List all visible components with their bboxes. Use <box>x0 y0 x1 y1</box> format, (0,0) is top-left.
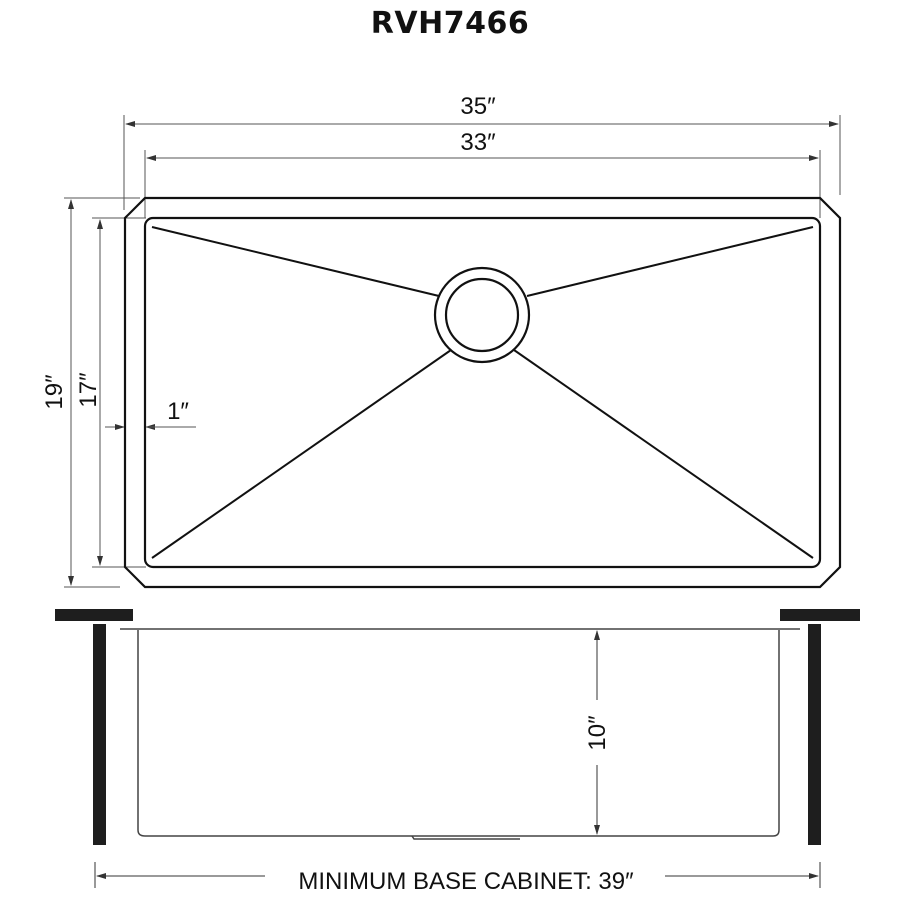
countertop-right <box>780 609 860 621</box>
height-10-label: 10″ <box>584 715 611 751</box>
width-35-dimension <box>123 115 841 210</box>
depth-19-label: 19″ <box>41 374 68 410</box>
width-33-label: 33″ <box>460 129 496 156</box>
depth-17-label: 17″ <box>75 372 102 408</box>
width-33-dimension <box>144 150 821 218</box>
rim-1-label: 1″ <box>167 398 189 425</box>
bowl-slope-lines <box>151 226 814 559</box>
depth-19-dimension <box>64 197 140 588</box>
sink-flange-outline <box>123 196 842 589</box>
countertop-left <box>55 609 133 621</box>
depth-17-dimension <box>92 217 146 568</box>
cabinet-width-label: MINIMUM BASE CABINET: 39″ <box>298 868 634 895</box>
cabinet-wall-left <box>93 624 106 845</box>
sink-side-profile <box>120 628 800 840</box>
cabinet-width-dimension <box>94 862 821 888</box>
model-title: RVH7466 <box>370 6 530 41</box>
cabinet-wall-right <box>808 624 821 845</box>
width-35-label: 35″ <box>460 93 496 120</box>
sink-bowl-outline <box>143 216 822 569</box>
drain-inner-icon <box>444 277 520 353</box>
